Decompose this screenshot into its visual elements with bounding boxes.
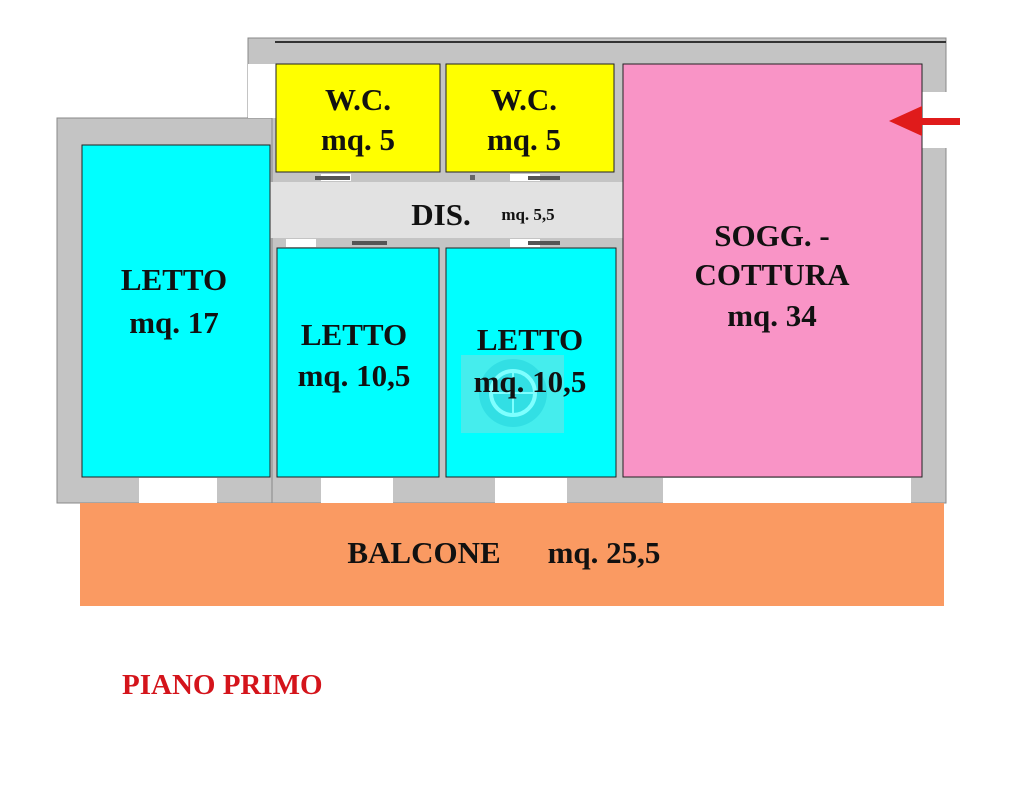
letto-large-area: mq. 17 <box>129 305 219 340</box>
dis-area: mq. 5,5 <box>501 205 554 224</box>
letto-mid-name: LETTO <box>301 317 407 352</box>
floor-title: PIANO PRIMO <box>122 669 323 701</box>
globe-watermark-icon <box>461 355 564 433</box>
room-balcone <box>80 503 944 606</box>
letto-right-area: mq. 10,5 <box>474 364 587 399</box>
wc1-name: W.C. <box>325 82 391 117</box>
wc1-area: mq. 5 <box>321 122 395 157</box>
balcone-name: BALCONE <box>347 535 500 570</box>
room-soggiorno <box>622 63 923 478</box>
room-wc-1 <box>275 63 441 173</box>
wc2-name: W.C. <box>491 82 557 117</box>
letto-large-name: LETTO <box>121 262 227 297</box>
room-dis <box>276 182 614 238</box>
soggiorno-name-line1: SOGG. - <box>714 218 829 253</box>
letto-mid-area: mq. 10,5 <box>298 358 411 393</box>
door-leaves <box>315 176 560 245</box>
room-letto-mid <box>276 247 440 478</box>
wc2-area: mq. 5 <box>487 122 561 157</box>
entrance-arrow-icon <box>889 106 960 136</box>
soggiorno-area: mq. 34 <box>727 298 817 333</box>
room-wc-2 <box>445 63 615 173</box>
balcone-area: mq. 25,5 <box>548 535 661 570</box>
dis-name: DIS. <box>411 197 470 232</box>
room-letto-large <box>81 144 271 478</box>
soggiorno-name-line2: COTTURA <box>694 257 850 292</box>
letto-right-name: LETTO <box>477 322 583 357</box>
